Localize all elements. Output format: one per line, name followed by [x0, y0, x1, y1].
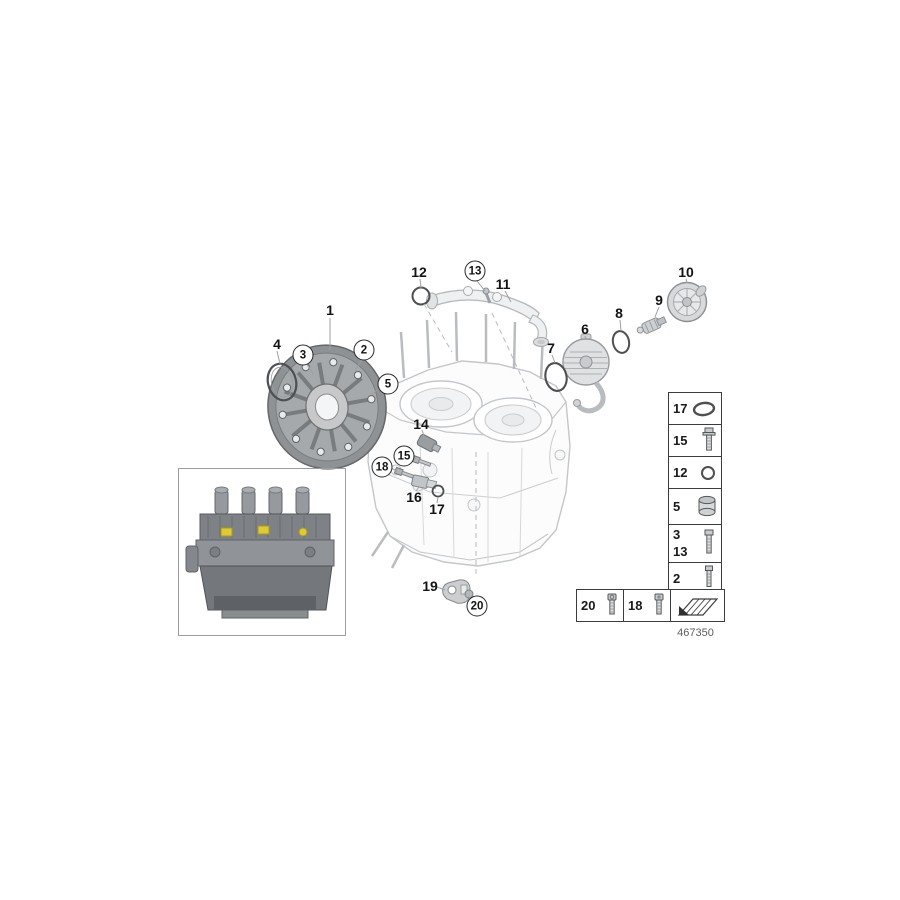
inset-engine-thumbnail: [185, 486, 335, 619]
legend-number-12: 12: [673, 465, 688, 480]
round-cover-cap: [666, 281, 708, 323]
callout-12[interactable]: 12: [411, 264, 427, 280]
legend-row-12[interactable]: 12: [669, 457, 721, 489]
gasket-symbol-icon: [677, 597, 718, 616]
engine-oil-cooler: [544, 330, 631, 414]
callout-20[interactable]: 20: [466, 595, 488, 617]
inset-image-frame: [178, 468, 346, 636]
o-ring-icon: [692, 401, 716, 416]
callout-13[interactable]: 13: [464, 260, 486, 282]
cooler-o-ring-small: [611, 330, 631, 354]
sensor-o-ring: [431, 484, 445, 498]
legend-row-5[interactable]: 5: [669, 489, 721, 525]
callout-11[interactable]: 11: [495, 276, 511, 292]
fastener-boxes: 20 18: [576, 589, 725, 622]
callout-8[interactable]: 8: [615, 305, 623, 321]
callout-5[interactable]: 5: [377, 373, 399, 395]
engine-block: [367, 311, 571, 569]
callout-9[interactable]: 9: [655, 292, 663, 308]
legend-number-2: 2: [673, 570, 681, 586]
stud-bolt-icon: [705, 565, 713, 587]
callout-1[interactable]: 1: [326, 302, 334, 318]
callout-2[interactable]: 2: [353, 339, 375, 361]
legend-number-3: 3: [673, 527, 681, 543]
o-ring-small-icon: [701, 465, 715, 480]
legend-number-13: 13: [673, 543, 688, 559]
callout-3[interactable]: 3: [292, 344, 314, 366]
sleeve-icon: [698, 495, 716, 516]
callout-10[interactable]: 10: [678, 264, 694, 280]
legend-number-15: 15: [673, 433, 688, 448]
legend-row-3-13[interactable]: 3 13: [669, 525, 721, 563]
thermostat-valve: [636, 316, 667, 334]
callout-18[interactable]: 18: [371, 456, 393, 478]
gasket-symbol-box[interactable]: [670, 589, 725, 622]
legend-number-5: 5: [673, 499, 681, 514]
flange-bolt-icon: [702, 427, 716, 451]
callout-16[interactable]: 16: [406, 489, 422, 505]
hex-bolt-icon: [704, 529, 714, 553]
callout-19[interactable]: 19: [422, 578, 438, 594]
socket-bolt-icon: [654, 593, 664, 614]
dashed-guide-lines: [423, 303, 537, 578]
legend-number-17: 17: [673, 401, 688, 416]
torx-bolt-icon: [607, 593, 617, 614]
callout-15[interactable]: 15: [393, 445, 415, 467]
callout-14[interactable]: 14: [413, 416, 429, 432]
legend-row-2[interactable]: 2: [669, 563, 721, 593]
cooler-o-ring-large: [544, 362, 568, 392]
callout-6[interactable]: 6: [581, 321, 589, 337]
pipe-bolt: [482, 287, 490, 295]
callout-4[interactable]: 4: [273, 336, 281, 352]
legend-box-18[interactable]: 18: [623, 589, 671, 622]
legend-number-3-13: 3 13: [673, 527, 687, 560]
sensor-upper: [416, 434, 442, 453]
callout-17[interactable]: 17: [429, 501, 445, 517]
diagram-number: 467350: [677, 627, 714, 639]
legend-box-20[interactable]: 20: [576, 589, 624, 622]
legend-row-15[interactable]: 15: [669, 425, 721, 457]
callout-7[interactable]: 7: [547, 340, 555, 356]
legend-row-17[interactable]: 17: [669, 393, 721, 425]
coolant-pipe: [411, 286, 549, 347]
shaft-seal-ring: [266, 362, 298, 402]
pipe-o-ring: [411, 286, 431, 306]
engine-end-cover-plate: [267, 344, 387, 470]
legend-number-18: 18: [628, 598, 643, 613]
parts-legend: 17 15 12 5: [668, 392, 722, 594]
legend-number-20: 20: [581, 598, 596, 613]
